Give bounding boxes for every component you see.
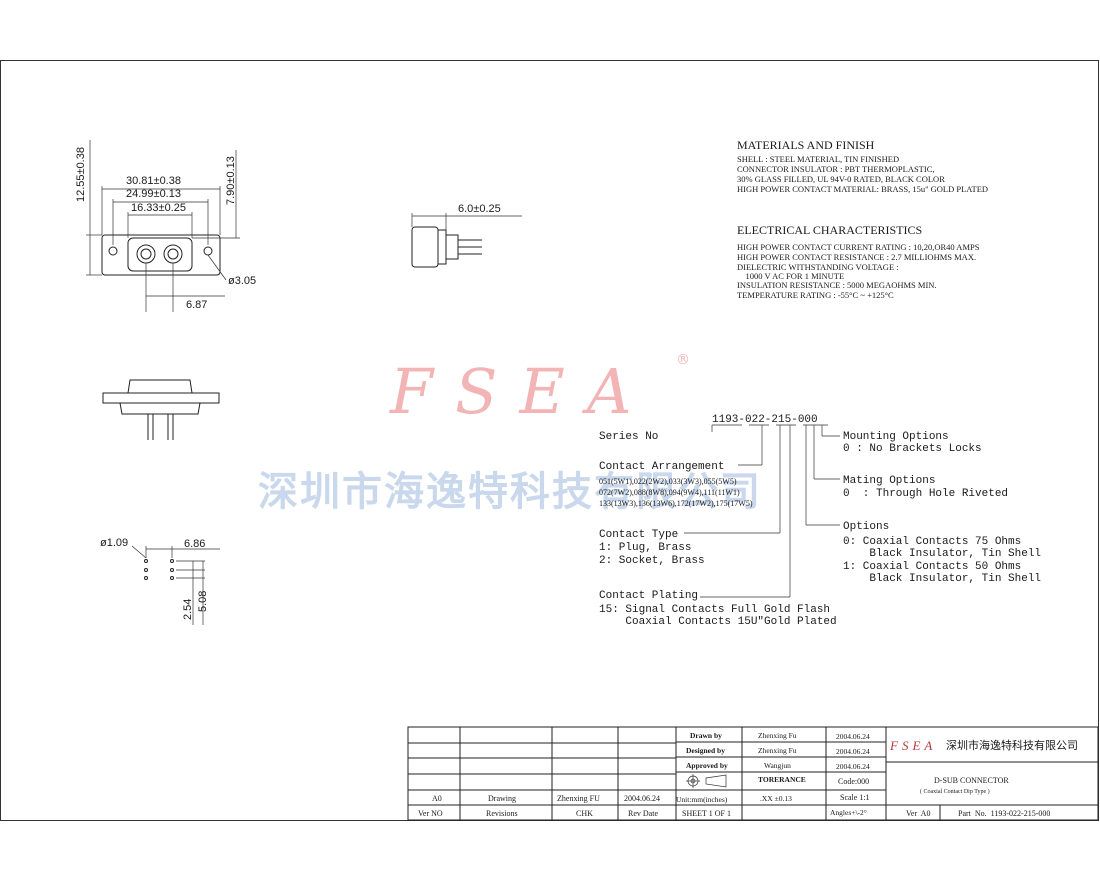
dim-depth: 6.0±0.25 <box>458 203 501 215</box>
dim-overall-height: 12.55±0.38 <box>75 147 87 202</box>
dim-overall-width: 30.81±0.38 <box>126 175 181 187</box>
contact-arrangement-line: 051(5W1),022(2W2),033(3W3),055(5W5) <box>599 477 737 486</box>
options-line: 0: Coaxial Contacts 75 Ohms <box>843 536 1021 548</box>
tb-designed-name: Zhenxing Fu <box>758 746 797 755</box>
dim-contact-spacing: 6.87 <box>186 299 207 311</box>
contact-plating-line: Coaxial Contacts 15U"Gold Plated <box>599 616 837 628</box>
part-number-legend: 1193-022-215-000 Series No Contact Arran… <box>599 414 1041 628</box>
tb-angles: Angles+\-2° <box>830 808 867 817</box>
materials-line: CONNECTOR INSULATOR : PBT THERMOPLASTIC, <box>737 164 935 174</box>
mating-title: Mating Options <box>843 475 935 487</box>
materials-line: 30% GLASS FILLED, UL 94V-0 RATED, BLACK … <box>737 174 945 184</box>
contact-type-line: 2: Socket, Brass <box>599 555 705 567</box>
options-line: Black Insulator, Tin Shell <box>843 548 1041 560</box>
electrical-title: ELECTRICAL CHARACTERISTICS <box>737 223 922 237</box>
tb-rev-by: Zhenxing FU <box>557 794 600 803</box>
mounting-line: 0 : No Brackets Locks <box>843 443 982 455</box>
watermark-brand: FSEA <box>389 355 654 428</box>
title-block: A0 Drawing Zhenxing FU 2004.06.24 Unit:m… <box>407 726 1099 821</box>
watermark: FSEA ® 深圳市海逸特科技有限公司 <box>258 352 762 515</box>
materials-line: SHELL : STEEL MATERIAL, TIN FINISHED <box>737 154 899 164</box>
tb-approved-label: Approved by <box>686 761 728 770</box>
tb-approved-date: 2004.06.24 <box>836 762 870 771</box>
materials-section: MATERIALS AND FINISH SHELL : STEEL MATER… <box>737 138 988 194</box>
options-title: Options <box>843 521 889 533</box>
tb-drawn-name: Zhenxing Fu <box>758 731 797 740</box>
dim-shell-width: 16.33±0.25 <box>131 202 186 214</box>
electrical-line: DIELECTRIC WITHSTANDING VOLTAGE : <box>737 262 899 272</box>
materials-line: HIGH POWER CONTACT MATERIAL: BRASS, 15u"… <box>737 184 988 194</box>
electrical-line: INSULATION RESISTANCE : 5000 MEGAOHMS MI… <box>737 280 937 290</box>
contact-plating-title: Contact Plating <box>599 590 698 602</box>
contact-type-title: Contact Type <box>599 529 678 541</box>
electrical-line: TEMPERATURE RATING : -55°C ~ +125°C <box>737 290 894 300</box>
tb-part-no: Part No. 1193-022-215-000 <box>958 809 1050 818</box>
electrical-section: ELECTRICAL CHARACTERISTICS HIGH POWER CO… <box>737 223 980 300</box>
tb-rev-a0: A0 <box>432 794 442 803</box>
electrical-line: 1000 V AC FOR 1 MINUTE <box>737 271 844 281</box>
tb-drawn-label: Drawn by <box>690 731 722 740</box>
tb-hdr-chk: CHK <box>576 809 593 818</box>
dim-shell-height: 7.90±0.13 <box>225 156 237 205</box>
top-view <box>102 379 220 440</box>
tb-scale: Scale 1:1 <box>840 793 870 802</box>
tb-hdr-ver: Ver NO <box>418 809 443 818</box>
mount-hole-right <box>203 246 213 256</box>
tb-sheet: SHEET 1 OF 1 <box>682 809 731 818</box>
tb-logo: FSEA <box>889 738 936 753</box>
electrical-line: HIGH POWER CONTACT RESISTANCE : 2.7 MILL… <box>737 252 976 262</box>
contact-type-line: 1: Plug, Brass <box>599 542 691 554</box>
tb-designed-label: Designed by <box>686 746 725 755</box>
electrical-line: HIGH POWER CONTACT CURRENT RATING : 10,2… <box>737 242 980 252</box>
tb-approved-name: Wangjun <box>764 761 791 770</box>
contact-arrangement-line: 072(7W2),088(8W8),094(9W4),111(11W1) <box>599 488 740 497</box>
tb-rev-drawing: Drawing <box>488 794 516 803</box>
options-line: 1: Coaxial Contacts 50 Ohms <box>843 561 1021 573</box>
side-view: 6.0±0.25 <box>411 203 522 268</box>
watermark-company: 深圳市海逸特科技有限公司 <box>258 469 762 515</box>
contact-arrangement-line: 133(13W3),136(13W6),172(17W2),175(17W5) <box>599 499 753 508</box>
dim-hole: ø3.05 <box>228 275 256 287</box>
options-line: Black Insulator, Tin Shell <box>843 573 1041 585</box>
tb-drawn-date: 2004.06.24 <box>836 732 870 741</box>
contact-arrangement-title: Contact Arrangement <box>599 461 724 473</box>
tb-company: 深圳市海逸特科技有限公司 <box>946 738 1078 752</box>
tb-units: Unit:mm(inches) <box>676 795 728 804</box>
contact-plating-line: 15: Signal Contacts Full Gold Flash <box>599 604 830 616</box>
coax-contact-2 <box>163 244 183 264</box>
part-number-code: 1193-022-215-000 <box>712 414 818 426</box>
tb-product: D-SUB CONNECTOR <box>934 776 1009 785</box>
dim-footprint-hole: ø1.09 <box>100 537 128 549</box>
tb-tolerance-label: TORERANCE <box>758 775 806 784</box>
mounting-title: Mounting Options <box>843 431 949 443</box>
mount-hole-left <box>108 246 118 256</box>
materials-title: MATERIALS AND FINISH <box>737 138 875 152</box>
front-view: 30.81±0.38 24.99±0.13 16.33±0.25 12.55±0… <box>75 140 256 312</box>
tb-code: Code:000 <box>838 777 869 786</box>
series-label: Series No <box>599 431 658 443</box>
tb-hdr-rev-date: Rev Date <box>628 809 658 818</box>
tb-ver: Ver A0 <box>906 809 930 818</box>
watermark-registered: ® <box>676 352 690 368</box>
tb-designed-date: 2004.06.24 <box>836 747 870 756</box>
mating-line: 0 : Through Hole Riveted <box>843 488 1008 500</box>
tb-tolerance-value: .XX ±0.13 <box>760 794 792 803</box>
tb-hdr-revisions: Revisions <box>486 809 518 818</box>
dim-footprint-pitch-b: 5.08 <box>197 591 209 612</box>
pcb-footprint: ø1.09 6.86 2.54 5.08 <box>100 537 220 625</box>
tb-rev-date: 2004.06.24 <box>624 794 660 803</box>
dim-mount-spacing: 24.99±0.13 <box>126 188 181 200</box>
coax-contact-1 <box>136 244 156 264</box>
dim-footprint-pitch-a: 2.54 <box>182 599 194 620</box>
tb-product-sub: ( Coaxial Contact Dip Type ) <box>920 788 990 795</box>
projection-symbol-icon <box>686 774 727 788</box>
dim-footprint-pitch-x: 6.86 <box>184 538 205 550</box>
